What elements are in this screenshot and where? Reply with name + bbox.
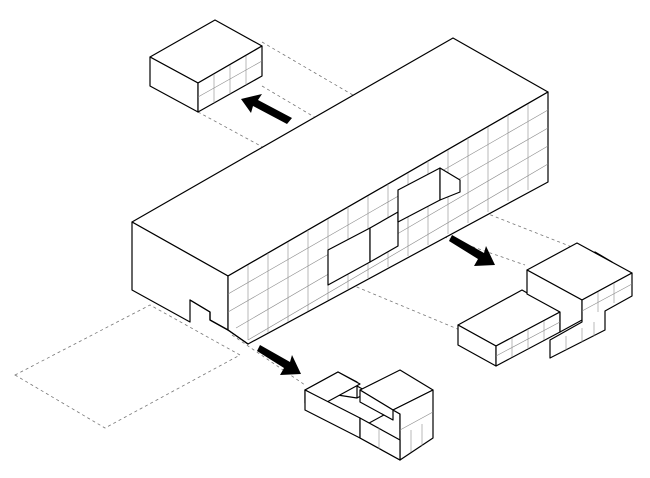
arrow-to-top-left <box>241 94 292 124</box>
arrow-to-bottom <box>257 345 301 375</box>
block-bottom <box>304 369 434 461</box>
block-top-left <box>149 19 263 113</box>
recess-lower-step <box>369 211 399 263</box>
block-bottom-right <box>392 389 434 461</box>
block-bottom-mid <box>359 417 401 461</box>
recess-upper-side <box>439 167 461 201</box>
block-right-upper-right <box>549 272 633 359</box>
block-right <box>457 242 633 367</box>
main-block <box>131 37 549 345</box>
arrow-to-right <box>449 235 495 266</box>
block-bottom-step <box>359 389 394 421</box>
